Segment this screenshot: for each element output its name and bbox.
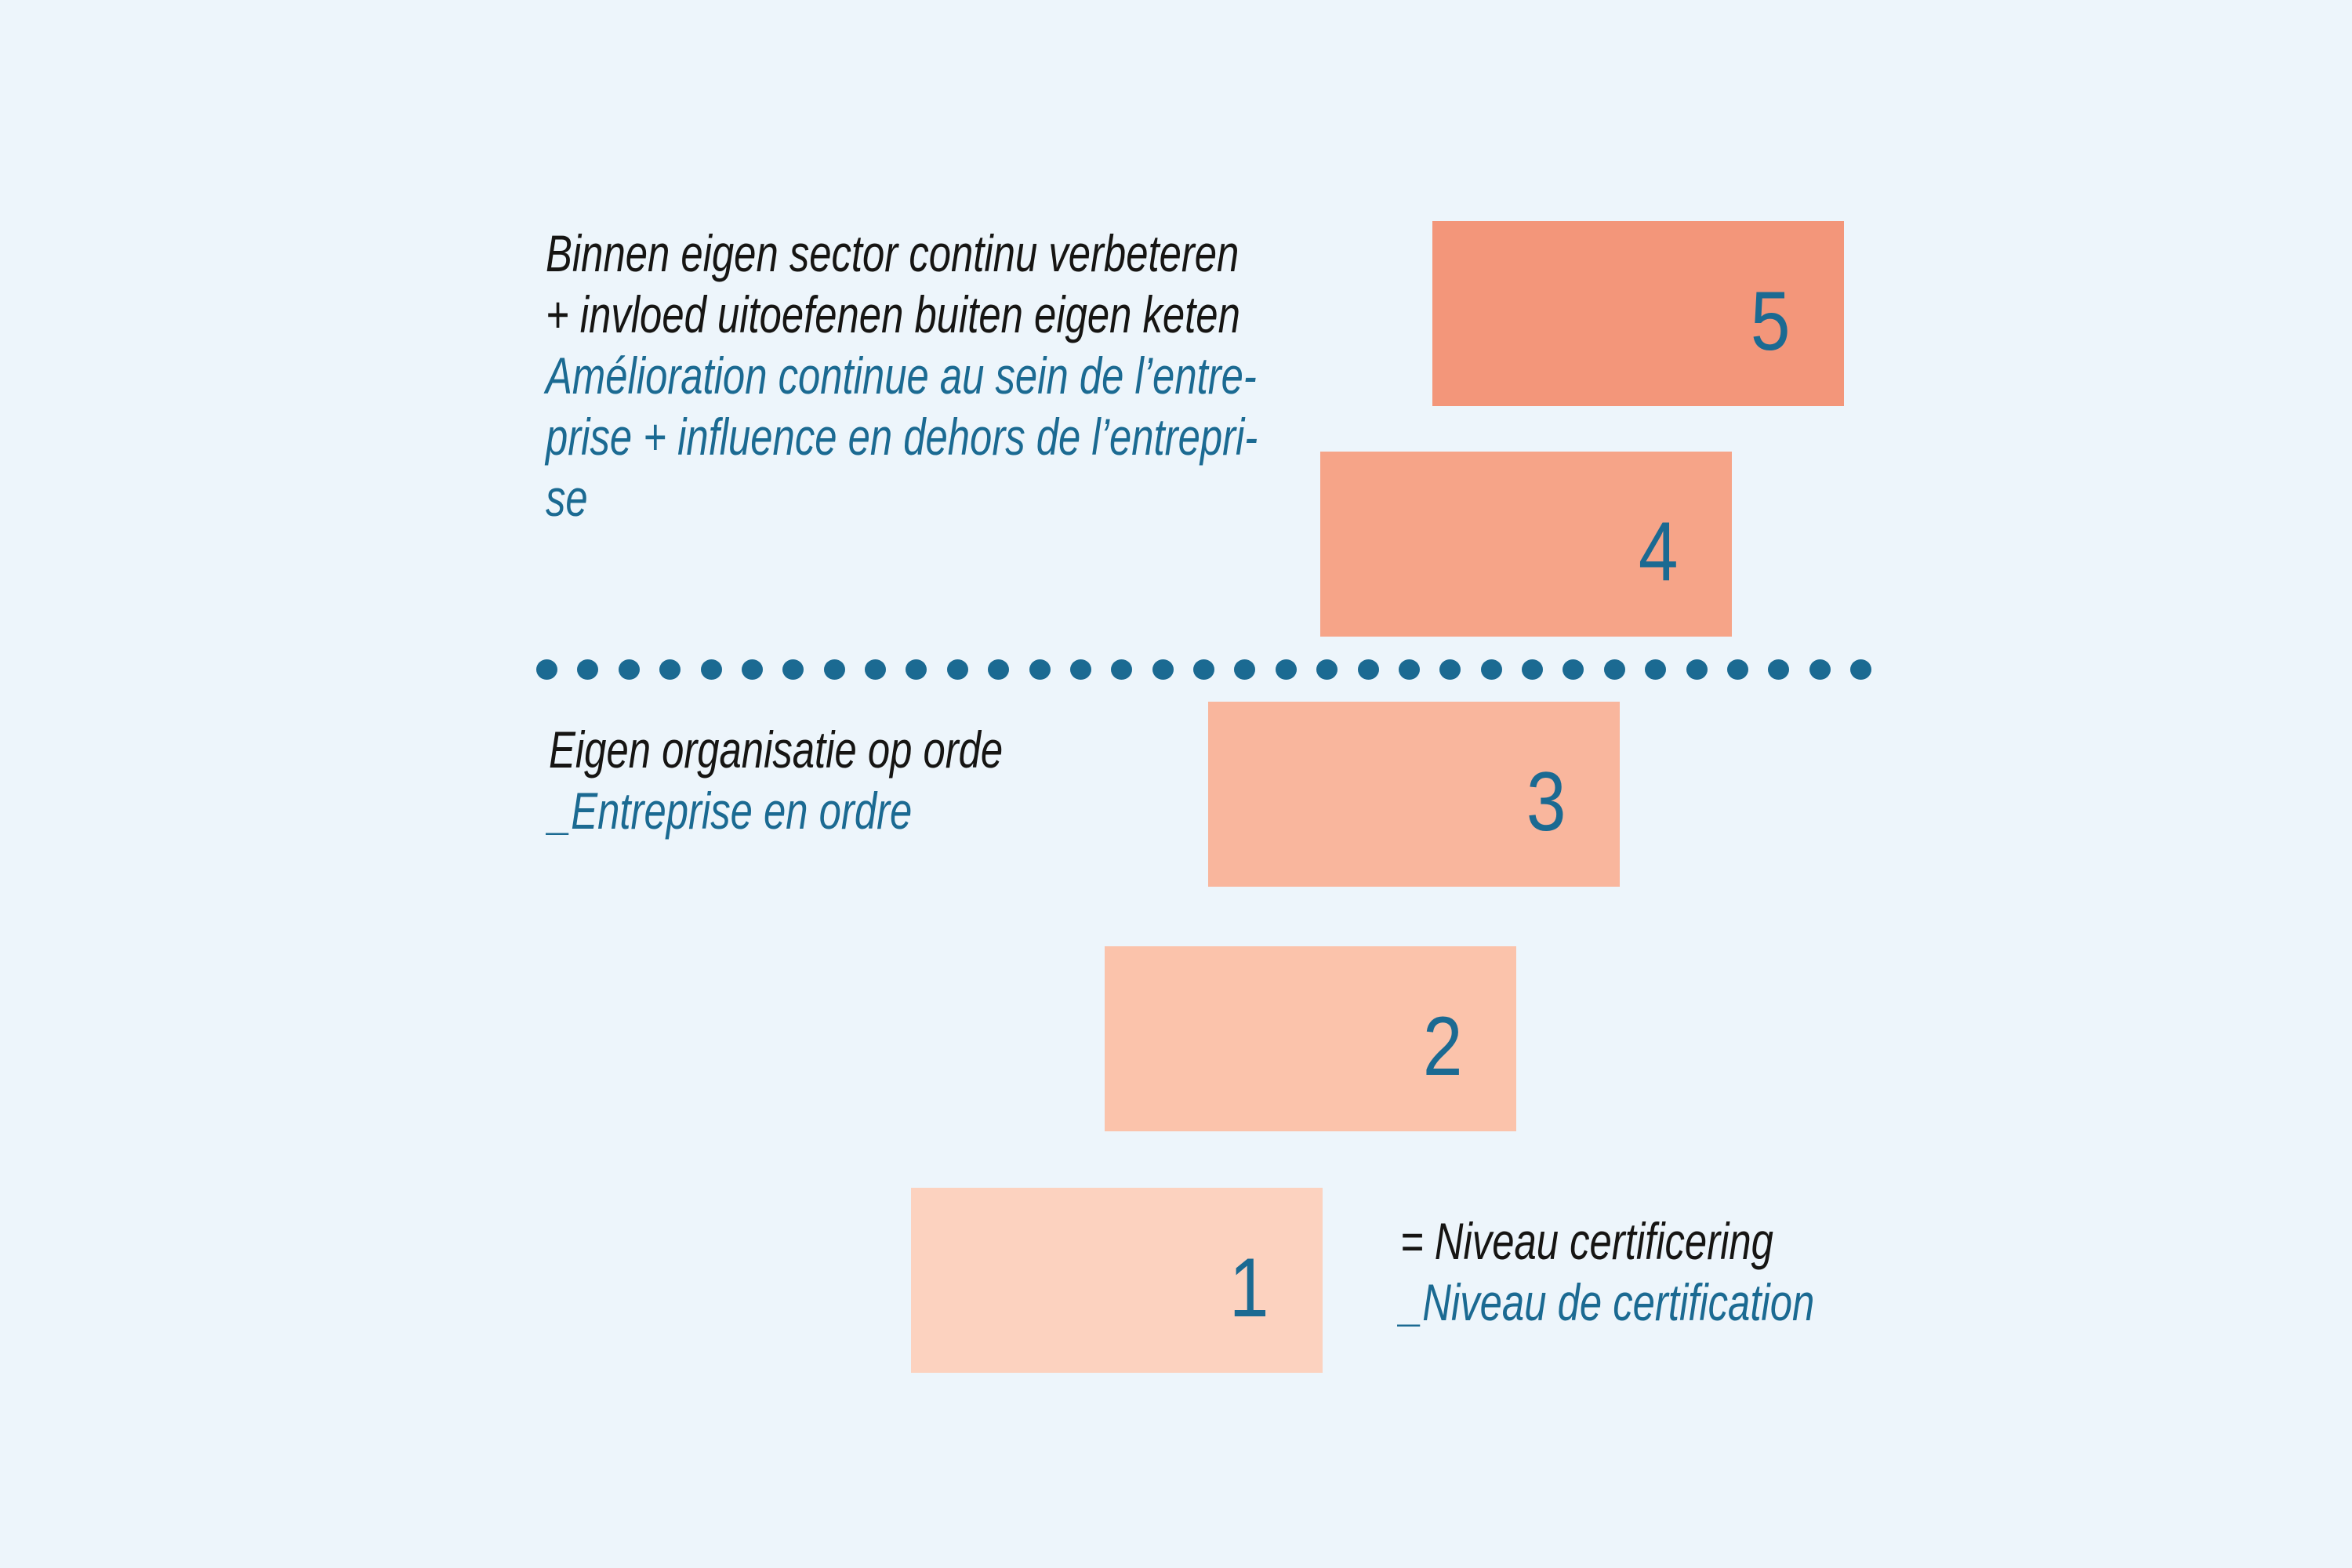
separator-dot xyxy=(1069,659,1091,680)
separator-dot xyxy=(946,659,968,680)
separator-dot xyxy=(659,659,681,680)
separator-dot xyxy=(1563,659,1584,680)
top-level-description: Binnen eigen sector continu verbeteren +… xyxy=(546,223,1258,528)
separator-dot xyxy=(1316,659,1338,680)
top-description-fr-line3: se xyxy=(546,469,588,527)
top-description-fr-line1: Amélioration continue au sein de l’entre… xyxy=(546,347,1257,405)
separator-dot xyxy=(1603,659,1625,680)
separator-dot xyxy=(1357,659,1379,680)
step-number-5: 5 xyxy=(1751,273,1791,368)
separator-dot xyxy=(782,659,804,680)
separator-dot xyxy=(1645,659,1667,680)
separator-dot xyxy=(823,659,845,680)
top-description-nl-line2: + invloed uitoefenen buiten eigen keten xyxy=(546,285,1240,343)
separator-dot xyxy=(1193,659,1214,680)
separator-dot xyxy=(577,659,599,680)
separator-dot xyxy=(1480,659,1502,680)
middle-level-description: Eigen organisatie op orde _Entreprise en… xyxy=(549,719,1003,841)
separator-dot xyxy=(536,659,557,680)
separator-dot xyxy=(1029,659,1051,680)
separator-dot xyxy=(906,659,927,680)
step-number-2: 2 xyxy=(1423,998,1463,1093)
legend-nl: = Niveau certificering xyxy=(1400,1212,1773,1270)
separator-dot xyxy=(1275,659,1297,680)
legend-fr: _Niveau de certification xyxy=(1400,1273,1815,1331)
separator-dot xyxy=(1398,659,1420,680)
ladder-step-5: 5 xyxy=(1432,221,1844,406)
separator-dot xyxy=(1522,659,1543,680)
ladder-step-1: 1 xyxy=(911,1188,1323,1373)
top-description-nl-line1: Binnen eigen sector continu verbeteren xyxy=(546,224,1240,282)
ladder-step-4: 4 xyxy=(1320,452,1732,637)
separator-dot xyxy=(1850,659,1871,680)
separator-dot xyxy=(1768,659,1790,680)
separator-dot xyxy=(988,659,1010,680)
separator-dot xyxy=(1809,659,1831,680)
separator-dot xyxy=(1686,659,1708,680)
separator-dot xyxy=(741,659,763,680)
separator-dot xyxy=(1439,659,1461,680)
middle-description-nl: Eigen organisatie op orde xyxy=(549,720,1004,779)
ladder-step-3: 3 xyxy=(1208,702,1620,887)
separator-dot xyxy=(1234,659,1256,680)
middle-description-fr: _Entreprise en ordre xyxy=(549,782,913,840)
step-number-3: 3 xyxy=(1526,753,1566,848)
top-description-fr-line2: prise + influence en dehors de l’entrepr… xyxy=(546,408,1258,466)
dotted-separator-line xyxy=(536,659,1871,680)
separator-dot xyxy=(1111,659,1133,680)
ladder-step-2: 2 xyxy=(1105,946,1516,1131)
separator-dot xyxy=(1726,659,1748,680)
separator-dot xyxy=(865,659,886,680)
step-number-1: 1 xyxy=(1229,1240,1269,1334)
legend: = Niveau certificering _Niveau de certif… xyxy=(1400,1210,1814,1333)
step-number-4: 4 xyxy=(1639,503,1679,598)
separator-dot xyxy=(1152,659,1174,680)
separator-dot xyxy=(618,659,640,680)
separator-dot xyxy=(700,659,722,680)
